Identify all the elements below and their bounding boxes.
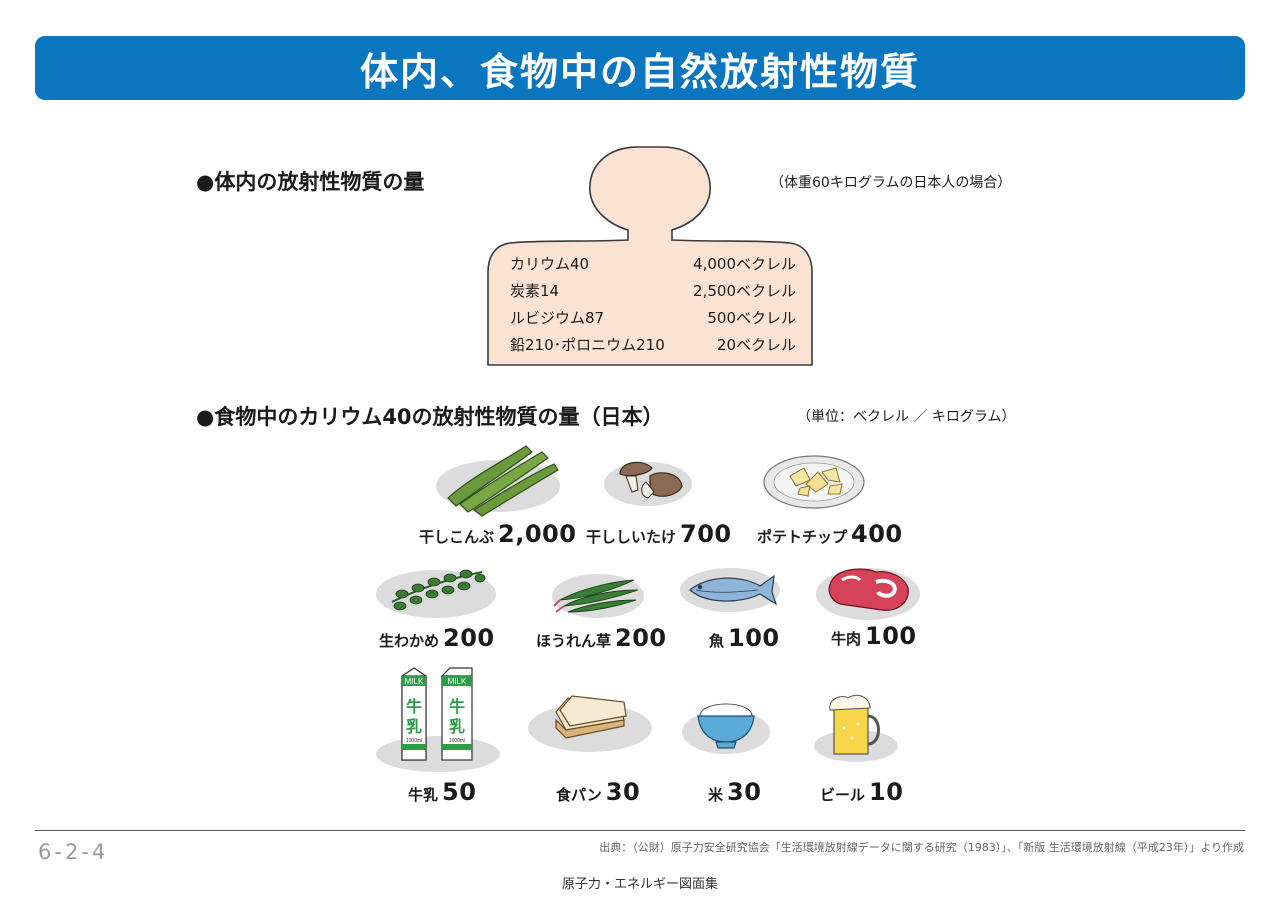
fish-illustration	[680, 568, 780, 612]
isotope-name: 鉛210･ポロニウム210	[510, 336, 665, 354]
food-value: 100	[728, 624, 780, 652]
milk-cartons-illustration: MILK MILK 牛 乳 牛 乳 1000ml 1000ml	[376, 667, 500, 772]
body-radioactivity-table: カリウム40 4,000ベクレル 炭素14 2,500ベクレル ルビジウム87 …	[510, 250, 796, 358]
food-name: 干ししいたけ	[586, 528, 677, 546]
food-label-dried-shiitake: 干ししいたけ 700	[586, 520, 732, 548]
food-value: 400	[851, 520, 903, 548]
body-section-heading: ●体内の放射性物質の量	[196, 170, 425, 194]
body-section-note: （体重60キログラムの日本人の場合）	[770, 175, 1012, 191]
food-name: 魚	[709, 632, 725, 650]
food-value: 200	[443, 624, 495, 652]
milk-carton-left	[401, 667, 427, 761]
food-value: 10	[869, 778, 904, 806]
isotope-value: 500ベクレル	[707, 309, 796, 327]
food-value: 700	[680, 520, 732, 548]
dried-kelp-illustration	[436, 445, 560, 517]
food-label-beef: 牛肉 100	[831, 622, 917, 650]
milk-volume: 1000ml	[406, 738, 422, 744]
food-value: 30	[605, 778, 641, 806]
milk-carton-right	[440, 667, 473, 761]
dried-shiitake-illustration	[604, 461, 692, 506]
source-citation: 出典：（公財）原子力安全研究協会「生活環境放射線データに関する研究（1983）」…	[599, 841, 1244, 854]
isotope-name: ルビジウム87	[510, 309, 605, 327]
food-name: 牛肉	[831, 630, 862, 648]
food-value: 30	[727, 778, 762, 806]
food-label-beer: ビール 10	[820, 778, 903, 806]
potato-chips-illustration	[763, 455, 865, 509]
page-number: 6-2-4	[38, 840, 109, 864]
food-name: 生わかめ	[379, 632, 440, 650]
food-unit-note: （単位：ベクレル ／ キログラム）	[797, 409, 1016, 425]
food-name: 米	[708, 786, 724, 804]
bread-illustration	[528, 695, 652, 752]
food-name: ポテトチップ	[757, 528, 848, 546]
milk-brand-label: MILK	[448, 677, 467, 686]
food-name: 牛乳	[408, 786, 439, 804]
milk-kanji: 牛	[449, 697, 465, 716]
page-title: 体内、食物中の自然放射性物質	[359, 49, 920, 94]
food-value: 100	[865, 622, 917, 650]
food-label-potato-chips: ポテトチップ 400	[757, 520, 903, 548]
food-section-heading: ●食物中のカリウム40の放射性物質の量（日本）	[196, 405, 664, 429]
food-label-dried-kelp: 干しこんぶ 2,000	[419, 520, 576, 548]
milk-volume: 1000ml	[449, 738, 465, 744]
food-name: 食パン	[556, 786, 602, 804]
isotope-value: 20ベクレル	[716, 336, 796, 354]
table-row: カリウム40 4,000ベクレル	[510, 250, 796, 277]
table-row: 炭素14 2,500ベクレル	[510, 277, 796, 304]
food-value: 2,000	[498, 520, 577, 548]
food-label-fish: 魚 100	[709, 624, 780, 652]
food-value: 200	[615, 624, 667, 652]
spinach-illustration	[552, 574, 644, 618]
human-body-shape	[487, 146, 813, 366]
title-bar: 体内、食物中の自然放射性物質	[35, 36, 1245, 100]
food-label-rice: 米 30	[708, 778, 761, 806]
milk-kanji: 牛	[406, 697, 422, 716]
book-title: 原子力・エネルギー図面集	[561, 877, 718, 892]
wakame-illustration	[376, 569, 496, 618]
food-name: 干しこんぶ	[419, 528, 495, 546]
food-label-bread: 食パン 30	[556, 778, 640, 806]
food-value: 50	[442, 778, 477, 806]
food-name: ビール	[820, 786, 866, 804]
footer-divider	[35, 830, 1245, 831]
milk-kanji: 乳	[449, 717, 465, 736]
rice-bowl-illustration	[682, 703, 770, 754]
isotope-value: 4,000ベクレル	[693, 255, 796, 273]
isotope-name: 炭素14	[510, 282, 560, 300]
beer-mug-illustration	[814, 694, 898, 762]
table-row: ルビジウム87 500ベクレル	[510, 304, 796, 331]
food-label-milk: 牛乳 50	[408, 778, 476, 806]
food-name: ほうれん草	[536, 632, 612, 650]
beef-illustration	[816, 568, 920, 620]
milk-brand-label: MILK	[405, 677, 424, 686]
milk-kanji: 乳	[406, 717, 422, 736]
table-row: 鉛210･ポロニウム210 20ベクレル	[510, 331, 796, 358]
food-label-wakame: 生わかめ 200	[379, 624, 495, 652]
isotope-name: カリウム40	[510, 255, 590, 273]
isotope-value: 2,500ベクレル	[693, 282, 796, 300]
food-label-spinach: ほうれん草 200	[536, 624, 667, 652]
